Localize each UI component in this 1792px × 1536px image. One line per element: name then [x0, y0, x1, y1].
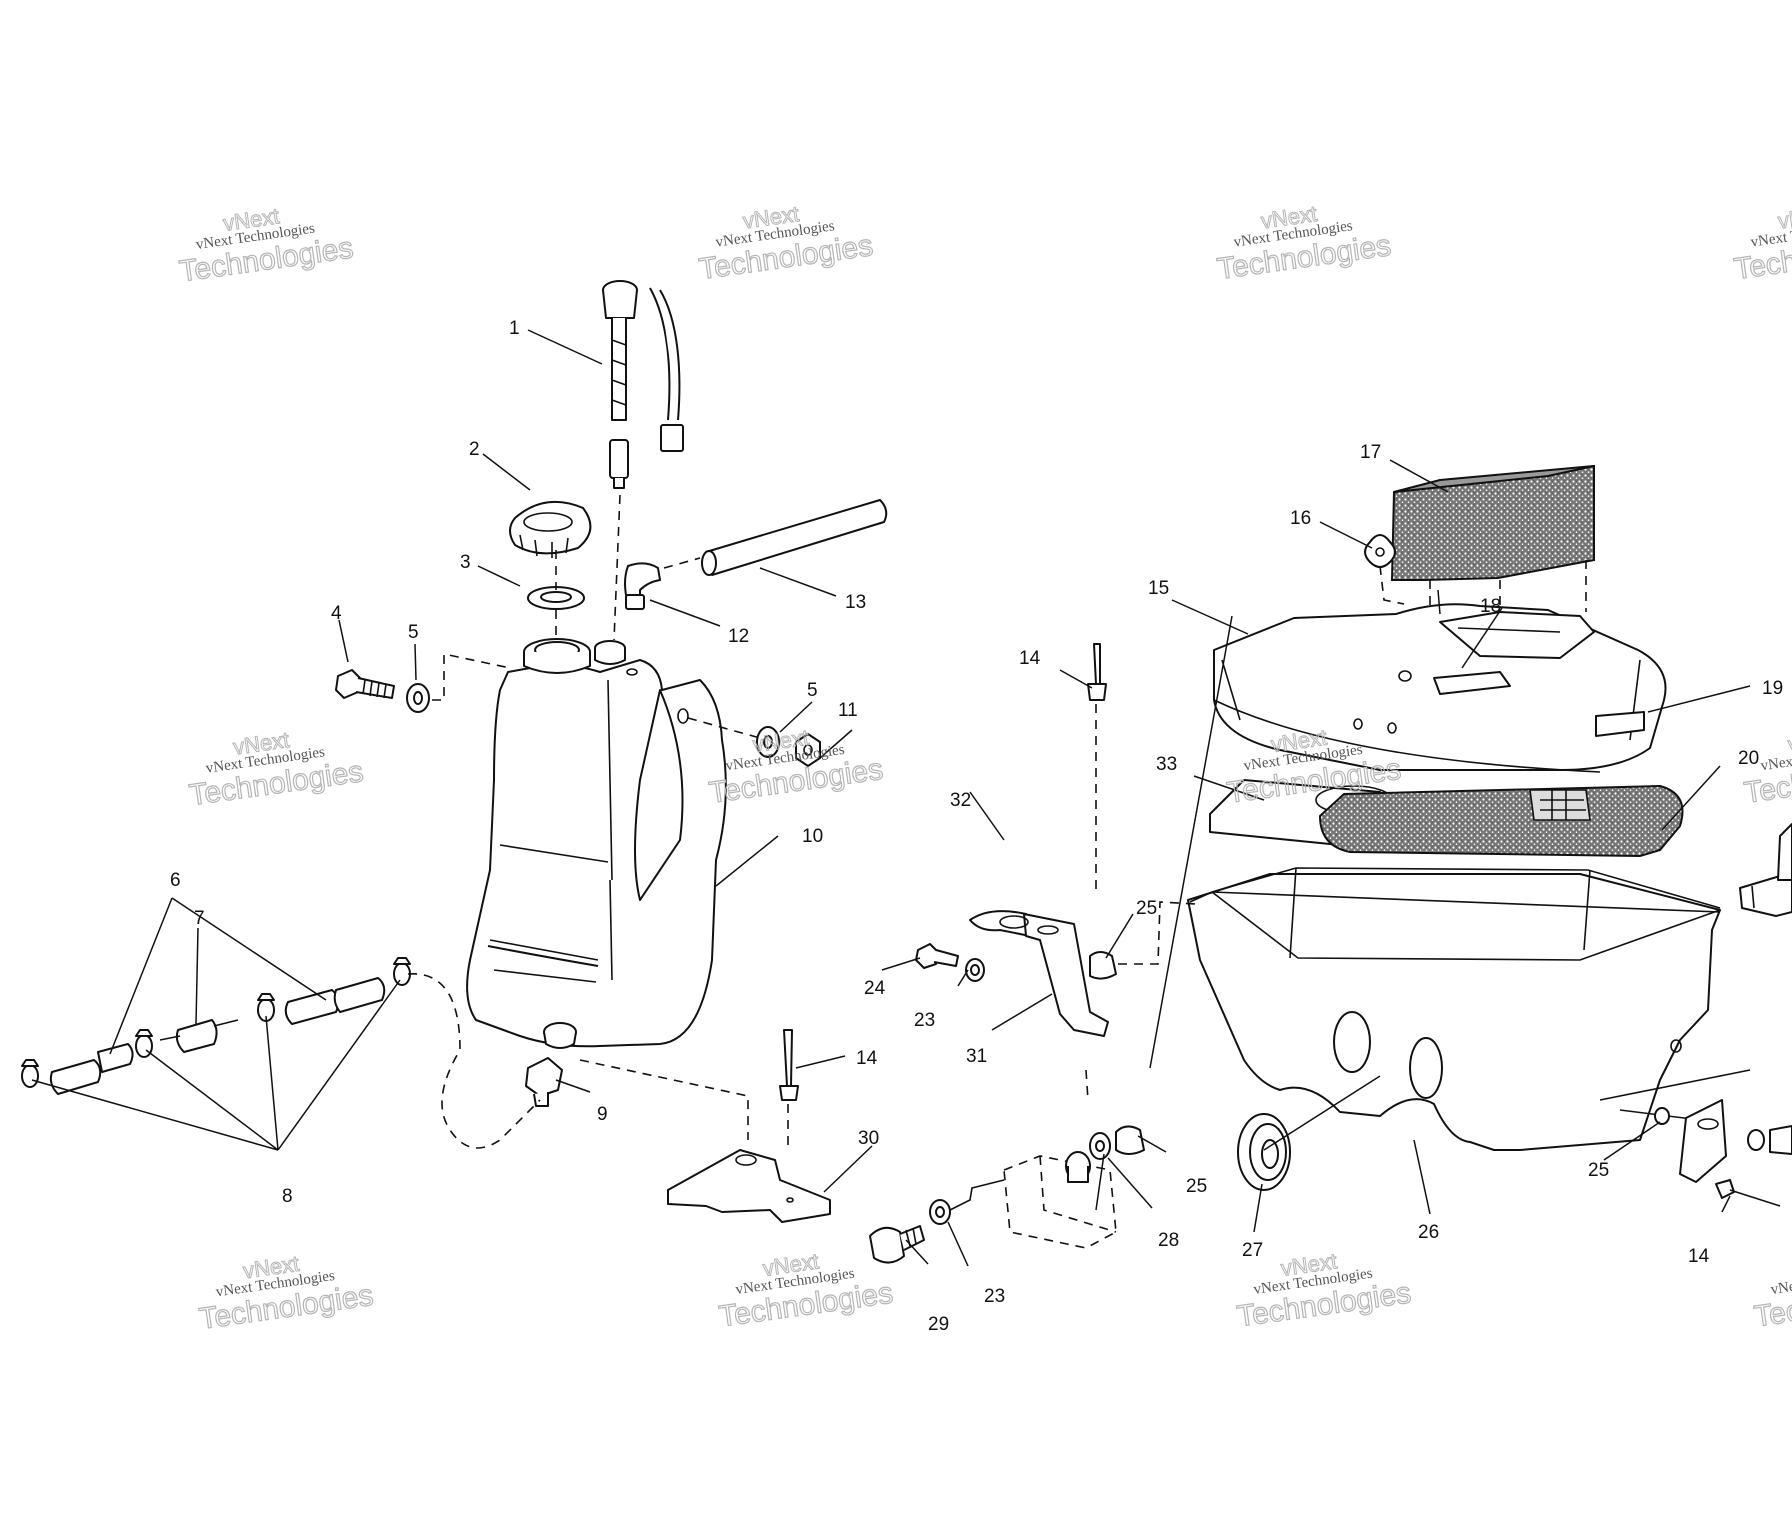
mount-bolt: [869, 1225, 925, 1264]
svg-text:vNext Technologies: vNext Technologies: [1770, 1265, 1792, 1298]
callout-14-top: 14: [1019, 648, 1041, 669]
callout-18: 18: [1480, 596, 1501, 617]
callout-24: 24: [864, 978, 886, 999]
airbox-housing: [1187, 867, 1751, 1151]
callout-14-left: 14: [856, 1048, 878, 1069]
bracket-bolt: [915, 943, 959, 969]
watermark-12: vNext vNext Technologies Technologies: [1751, 1265, 1792, 1334]
intake-boot: [1237, 1113, 1291, 1191]
callout-4: 4: [331, 603, 342, 624]
vent-elbow: [624, 562, 661, 610]
callout-3: 3: [460, 552, 471, 573]
callout-1: 1: [509, 318, 520, 339]
tank-cap: [509, 501, 592, 558]
callout-26: 26: [1418, 1222, 1439, 1243]
oil-tank-group: [21, 280, 888, 1223]
callout-2: 2: [469, 439, 480, 460]
callout-28: 28: [1158, 1230, 1179, 1251]
callout-11: 11: [838, 700, 858, 721]
airbox-bracket-right: [1654, 1099, 1792, 1183]
airbox-lid: [1213, 603, 1667, 773]
callout-25-lower: 25: [1186, 1176, 1207, 1197]
wing-clip: [1364, 534, 1405, 605]
callout-13: 13: [845, 592, 866, 613]
callout-6: 6: [170, 870, 181, 891]
air-box-group: [869, 464, 1792, 1264]
mount-block: [1003, 1151, 1117, 1249]
side-plug: [1739, 823, 1792, 917]
leader-lines: [31, 329, 1751, 1267]
airbox-bracket: [969, 910, 1109, 1037]
drain-fitting: [525, 1057, 563, 1107]
watermark-10: vNext vNext Technologies Technologies: [716, 1248, 895, 1334]
tank-screw: [579, 1029, 799, 1150]
callout-33: 33: [1156, 754, 1177, 775]
callout-7: 7: [194, 908, 205, 929]
cap-gasket: [527, 550, 585, 640]
callout-32: 32: [950, 790, 971, 811]
callout-16: 16: [1290, 508, 1311, 529]
watermark-1: vNext vNext Technologies Technologies: [177, 203, 356, 289]
watermark-3: vNext vNext Technologies Technologies: [1214, 200, 1393, 286]
callout-27: 27: [1242, 1240, 1263, 1261]
vent-hose: [663, 499, 888, 576]
washer-left: [406, 683, 430, 713]
fuel-line-assembly: [21, 957, 541, 1149]
filter-element: [1318, 784, 1684, 858]
callout-23-upper: 23: [914, 1010, 935, 1031]
callout-15: 15: [1148, 578, 1169, 599]
oil-tank: [466, 638, 727, 1049]
callout-30: 30: [858, 1128, 879, 1149]
mounting-bolt: [335, 669, 395, 699]
callout-29: 29: [928, 1314, 949, 1335]
mount-washer-28: [1089, 1132, 1111, 1160]
airbox-stud-right: [1715, 1179, 1781, 1207]
callout-9: 9: [597, 1104, 608, 1125]
callout-labels: 1 2 3 4 5 5 11 13 12 10 9 6 7 8 14 30 14…: [170, 318, 1783, 1335]
airbox-stud-top: [1085, 643, 1107, 1101]
hose-clamps: [21, 957, 411, 1088]
watermark-6: vNext vNext Technologies Technologies: [706, 724, 885, 810]
watermark-2: vNext vNext Technologies Technologies: [696, 201, 875, 287]
callout-8: 8: [282, 1186, 293, 1207]
watermark-4: vNext vNext Technologies Technologies: [1732, 200, 1792, 286]
svg-text:vNext Technologies: vNext Technologies: [1760, 742, 1792, 775]
washer-right: [756, 726, 780, 758]
watermark-9: vNext vNext Technologies Technologies: [197, 1250, 376, 1336]
callout-23-lower: 23: [984, 1286, 1005, 1307]
svg-text:vNext: vNext: [1786, 725, 1792, 758]
svg-text:vNext: vNext: [1776, 201, 1792, 234]
watermark-5: vNext vNext Technologies Technologies: [187, 727, 366, 813]
callout-10: 10: [802, 826, 823, 847]
callout-31: 31: [966, 1046, 987, 1067]
callout-25-upper: 25: [1136, 898, 1157, 919]
callout-25-right: 25: [1588, 1160, 1609, 1181]
bracket-washer: [965, 958, 985, 982]
callout-17: 17: [1360, 442, 1381, 463]
grommet-lower: [1115, 1125, 1145, 1155]
callout-20: 20: [1738, 748, 1759, 769]
callout-5-left: 5: [408, 622, 419, 643]
callout-14-right: 14: [1688, 1246, 1710, 1267]
callout-5-right: 5: [807, 680, 818, 701]
callout-12: 12: [728, 626, 749, 647]
oil-level-sender: [602, 280, 684, 641]
callout-19: 19: [1762, 678, 1783, 699]
grommet-upper: [1089, 901, 1197, 980]
tank-bracket: [667, 1149, 831, 1223]
mount-washer-lower: [929, 1179, 1005, 1225]
